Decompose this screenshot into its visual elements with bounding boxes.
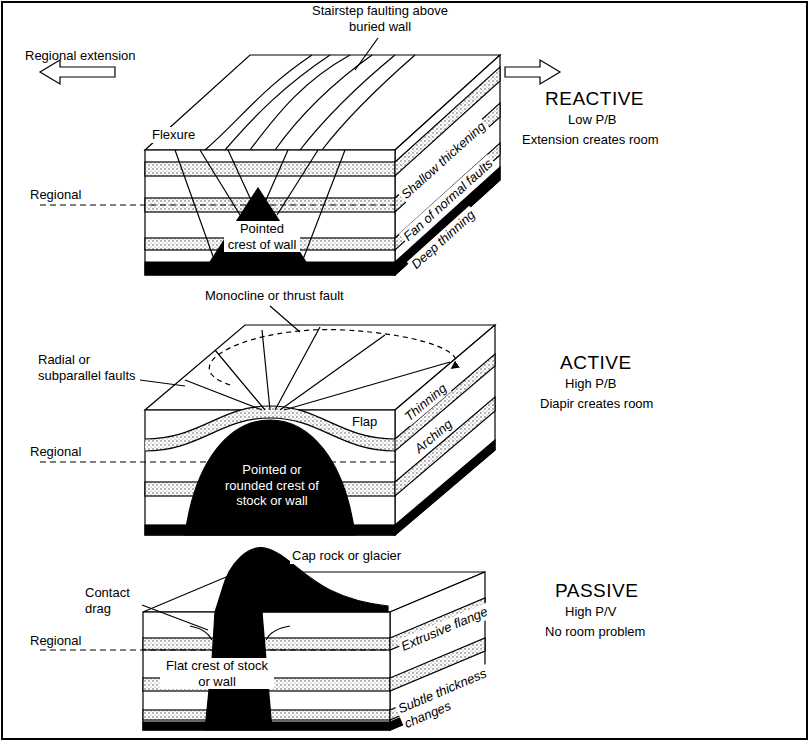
annotation-label: Contact drag bbox=[85, 585, 140, 616]
regional-datum bbox=[40, 461, 395, 462]
face-label: Extrusive flange bbox=[397, 603, 492, 655]
extension-arrow bbox=[40, 60, 115, 84]
mode-heading: ACTIVE bbox=[560, 352, 632, 375]
annotation-label: Regional extension bbox=[25, 48, 136, 64]
annotation-label: Regional bbox=[30, 633, 81, 649]
salt-label: Pointed or rounded crest of stock or wal… bbox=[222, 462, 322, 509]
annotation-label: Low P/B bbox=[568, 112, 616, 128]
annotation-label: High P/B bbox=[565, 376, 616, 392]
extension-arrow bbox=[505, 60, 560, 84]
mode-heading: PASSIVE bbox=[555, 580, 638, 603]
annotation-label: Radial or subparallel faults bbox=[38, 352, 138, 383]
annotation-label: Regional bbox=[30, 444, 81, 460]
annotation-label: No room problem bbox=[545, 624, 645, 640]
annotation-label: Stairstep faulting above buried wall bbox=[310, 3, 450, 34]
annotation-label: Flat crest of stock or wall bbox=[160, 658, 274, 689]
face-label: Arching bbox=[410, 415, 457, 458]
face-label: Shallow thickening bbox=[397, 117, 490, 203]
face-label: Subtle thickness changes bbox=[394, 663, 502, 732]
regional-datum bbox=[40, 204, 395, 205]
annotation-label: High P/V bbox=[565, 604, 616, 620]
annotation-label: Pointed crest of wall bbox=[224, 221, 300, 252]
annotation-label: Extension creates room bbox=[522, 132, 659, 148]
annotation-label: Monocline or thrust fault bbox=[205, 288, 344, 304]
mode-heading: REACTIVE bbox=[545, 88, 644, 111]
regional-datum bbox=[40, 649, 390, 650]
annotation-label: Flap bbox=[350, 414, 379, 430]
annotation-label: Cap rock or glacier bbox=[290, 548, 403, 564]
annotation-label: Diapir creates room bbox=[540, 396, 653, 412]
annotation-label: Flexure bbox=[150, 127, 197, 143]
annotation-label: Regional bbox=[30, 187, 81, 203]
reactive-block bbox=[145, 38, 500, 275]
active-block bbox=[140, 306, 495, 535]
